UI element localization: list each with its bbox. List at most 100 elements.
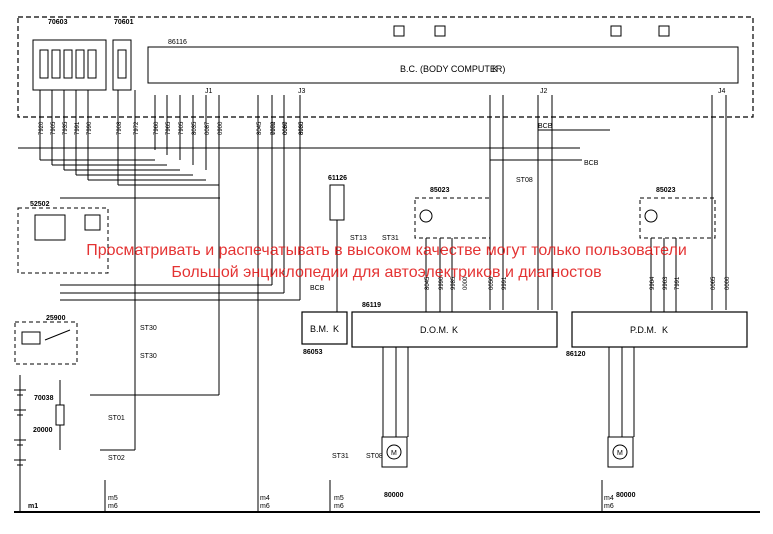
fuse-70038 xyxy=(55,380,65,450)
wire-harness-horizontal xyxy=(18,129,610,451)
code-61126: 61126 xyxy=(328,175,347,182)
wire-label: 7908 xyxy=(117,121,123,135)
wire-label: 7972 xyxy=(271,121,277,135)
ground-m6-mid: m6 xyxy=(260,503,270,510)
wire-label: 0000 xyxy=(283,121,289,135)
ground-m5-right: m5 xyxy=(334,495,344,502)
wire-label: 9990 xyxy=(439,276,445,290)
code-70603: 70603 xyxy=(48,19,68,26)
wire-label: 0900 xyxy=(299,121,305,135)
window-lifter-85023-right xyxy=(639,197,716,312)
code-85023-right: 85023 xyxy=(656,187,676,194)
connector-j2: J2 xyxy=(540,88,548,95)
wire-label: 8045 xyxy=(425,276,431,290)
wire-label: 9991 xyxy=(502,276,508,290)
wire-label: 8035 xyxy=(299,121,305,135)
wire-label: 0000 xyxy=(463,276,469,290)
code-52502: 52502 xyxy=(30,201,50,208)
wire-label: 0087 xyxy=(205,121,211,135)
code-86053: 86053 xyxy=(303,349,323,356)
wire-label: 0900 xyxy=(218,121,224,135)
tag-st13: ST13 xyxy=(350,235,367,242)
module-pdm xyxy=(571,311,748,348)
battery-20000 xyxy=(14,375,26,500)
tag-st08-b: ST08 xyxy=(366,453,383,460)
dom-k: K xyxy=(452,325,458,335)
wire-label: 7991 xyxy=(675,276,681,290)
wire-label: 0087 xyxy=(283,121,289,135)
ground-m6-left: m6 xyxy=(108,503,118,510)
motor-80000-left xyxy=(381,347,409,468)
tag-st02: ST02 xyxy=(108,455,125,462)
ground-m1: m1 xyxy=(28,503,38,510)
switch-61126 xyxy=(329,184,345,312)
switch-52502 xyxy=(17,207,109,274)
wire-label: 0000 xyxy=(725,276,731,290)
wire-label: 0000 xyxy=(271,121,277,135)
code-25900: 25900 xyxy=(46,315,66,322)
tag-st31-b: ST31 xyxy=(332,453,349,460)
code-85023-left: 85023 xyxy=(430,187,450,194)
ground-m4-far: m4 xyxy=(604,495,614,502)
wire-label: 9963 xyxy=(663,276,669,290)
bm-label: B.M. xyxy=(310,324,329,334)
pdm-k: K xyxy=(662,325,668,335)
body-computer-frame xyxy=(17,16,754,118)
body-computer-k: K xyxy=(492,64,498,74)
module-dom xyxy=(351,311,558,348)
wire-label: 0065 xyxy=(711,276,717,290)
tag-bcb-b: BCB xyxy=(584,160,599,167)
wire-label: 7972 xyxy=(134,121,140,135)
pdm-label: P.D.M. xyxy=(630,325,656,335)
wire-label: 8045 xyxy=(257,121,263,135)
code-70038: 70038 xyxy=(34,395,54,402)
code-20000: 20000 xyxy=(33,427,53,434)
body-computer-label: B.C. (BODY COMPUTER) xyxy=(400,64,505,74)
relay-25900 xyxy=(14,321,78,365)
module-bm xyxy=(301,311,348,345)
wire-label: 7935 xyxy=(63,121,69,135)
connector-j4: J4 xyxy=(718,88,726,95)
fuse-block-70603 xyxy=(32,39,107,91)
ground-m6-right: m6 xyxy=(334,503,344,510)
wire-label: 7960 xyxy=(154,121,160,135)
dom-label: D.O.M. xyxy=(420,325,449,335)
ground-m6-far: m6 xyxy=(604,503,614,510)
wire-label: 7990 xyxy=(87,121,93,135)
tag-st08-a: ST08 xyxy=(516,177,533,184)
wire-label: 8035 xyxy=(192,121,198,135)
wire-label: 7965 xyxy=(166,121,172,135)
code-80000-left: 80000 xyxy=(384,492,404,499)
wire-label: 9985 xyxy=(451,276,457,290)
connector-j1: J1 xyxy=(205,88,213,95)
code-86120: 86120 xyxy=(566,351,586,358)
ground-m5-left: m5 xyxy=(108,495,118,502)
ground-bus xyxy=(14,480,760,513)
wire-label: 9964 xyxy=(650,276,656,290)
motor-m-left: M xyxy=(391,450,397,457)
code-80000-right: 80000 xyxy=(616,492,636,499)
code-70601: 70601 xyxy=(114,19,134,26)
ground-m4-mid: m4 xyxy=(260,495,270,502)
wire-harness-vertical xyxy=(39,90,727,500)
code-86116: 86116 xyxy=(168,39,187,46)
tag-st30-b: ST30 xyxy=(140,353,157,360)
bc-indicator-icons xyxy=(393,25,670,37)
wire-number-labels: 7920 7905 7935 7991 7990 7908 7972 7960 7965 7905… xyxy=(39,121,731,290)
code-86119: 86119 xyxy=(362,302,381,309)
wire-label: 7991 xyxy=(75,121,81,135)
wire-label: 0050 xyxy=(489,276,495,290)
window-lifter-85023-left xyxy=(414,197,491,312)
tag-st30-a: ST30 xyxy=(140,325,157,332)
wire-label: 7905 xyxy=(179,121,185,135)
connector-j3: J3 xyxy=(298,88,306,95)
tag-bcb-a: BCB xyxy=(538,123,553,130)
fuse-block-70601 xyxy=(112,39,132,91)
motor-m-right: M xyxy=(617,450,623,457)
wire-label: 7905 xyxy=(51,121,57,135)
tag-st01: ST01 xyxy=(108,415,125,422)
motor-80000-right xyxy=(607,347,635,468)
tag-bcb-c: BCB xyxy=(310,285,325,292)
wire-label: 7920 xyxy=(39,121,45,135)
